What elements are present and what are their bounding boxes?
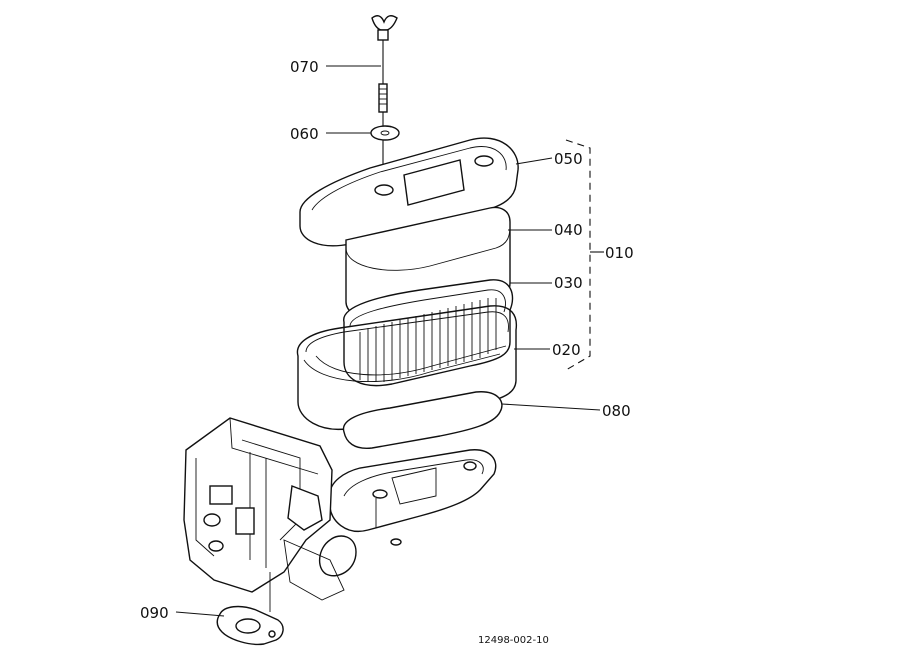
callout-040: 040: [554, 221, 583, 239]
wing-nut: [371, 15, 398, 84]
air-cleaner-cover: [299, 137, 519, 247]
callout-050: 050: [554, 150, 583, 168]
callout-010: 010: [605, 244, 634, 262]
callout-060: 060: [290, 125, 319, 143]
carburetor-assembly: [183, 417, 357, 612]
air-cleaner-case: [296, 305, 518, 430]
group-bracket: [565, 139, 591, 371]
leader-lines: [175, 65, 604, 617]
callout-070: 070: [290, 58, 319, 76]
gasket: [342, 391, 503, 449]
callout-090: 090: [140, 604, 169, 622]
stud-bolt: [378, 83, 388, 186]
carburetor-gasket: [216, 605, 284, 646]
washer: [370, 125, 400, 141]
reference-number: 12498-002-10: [478, 635, 549, 646]
filter-element: [343, 279, 514, 387]
callout-080: 080: [602, 402, 631, 420]
cleaner-base-plate: [329, 449, 497, 546]
callout-030: 030: [554, 274, 583, 292]
callout-020: 020: [552, 341, 581, 359]
